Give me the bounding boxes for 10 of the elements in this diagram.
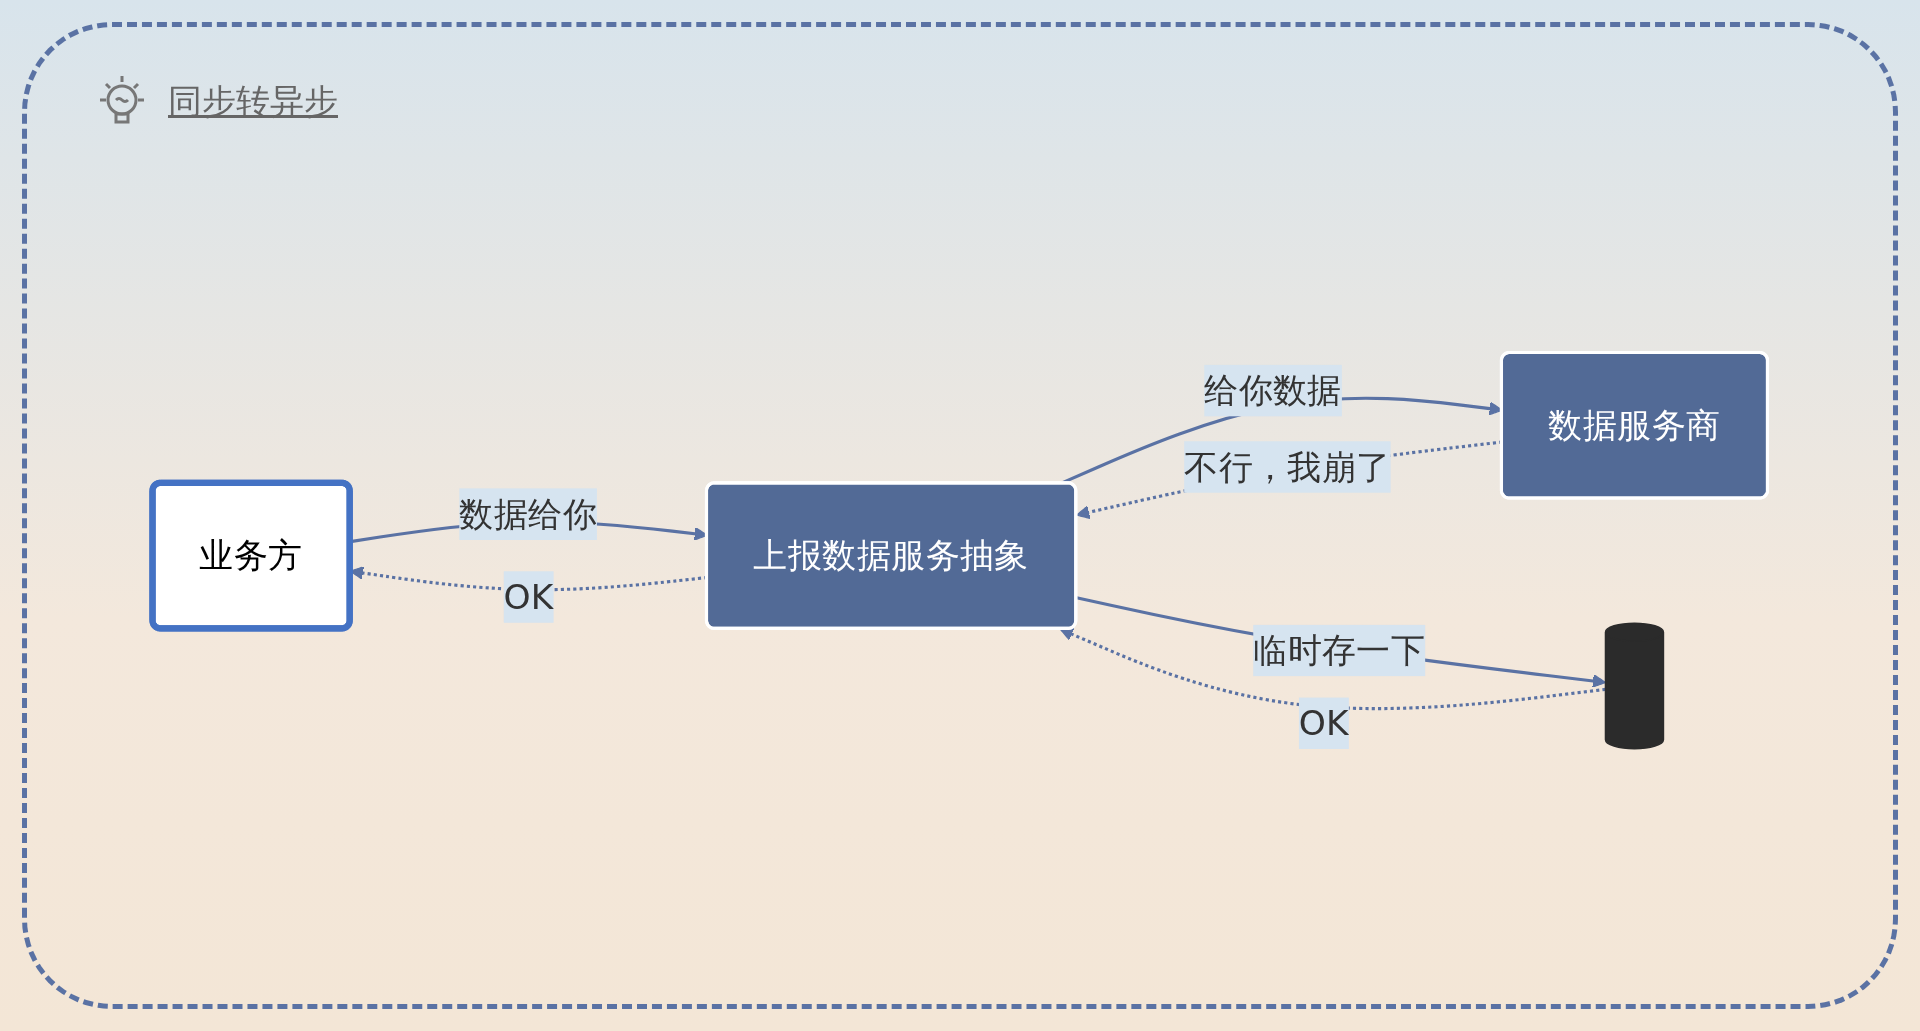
arrow — [1076, 595, 1607, 688]
edge-label: OK — [503, 577, 554, 617]
edge-label: 不行，我崩了 — [1184, 447, 1391, 487]
title: 同步转异步 — [168, 80, 338, 123]
edge-label: OK — [1298, 703, 1349, 743]
node-cylinder — [1604, 622, 1665, 750]
arrow — [1059, 627, 1606, 710]
edge-label: 数据给你 — [459, 494, 597, 534]
edge-label: 临时存一下 — [1253, 630, 1426, 670]
edge-label: 给你数据 — [1204, 370, 1342, 410]
